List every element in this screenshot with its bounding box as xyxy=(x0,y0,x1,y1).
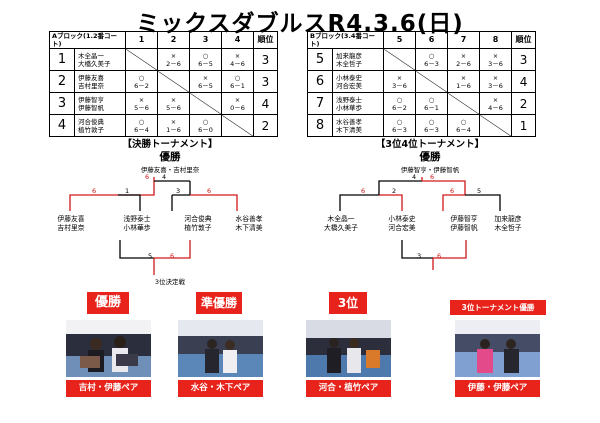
final-team: 伊藤友喜吉村里奈 xyxy=(57,215,85,232)
cons-heading: 【3位4位トーナメント】 xyxy=(375,139,485,150)
score: 3 xyxy=(176,187,181,195)
result-cell: ×3－6 xyxy=(479,48,513,71)
award-caption-third: 河合・植竹ペア xyxy=(306,380,391,397)
rank-cell: 3 xyxy=(253,70,278,93)
score: 6 xyxy=(207,187,212,195)
score: 2 xyxy=(392,187,397,195)
self-match-cell xyxy=(383,48,417,71)
cons-team: 木全晶一大橋久美子 xyxy=(324,215,358,232)
rank-header: 順位 xyxy=(253,31,278,49)
final-team: 水谷善孝木下清美 xyxy=(235,215,263,232)
final-bracket-line xyxy=(154,240,191,259)
score: 4 xyxy=(162,173,167,181)
self-match-cell xyxy=(221,114,254,137)
cons-bracket-line xyxy=(442,194,465,211)
score: 6 xyxy=(437,252,442,260)
award-photo-consolation xyxy=(455,320,540,377)
self-match-cell xyxy=(447,92,481,115)
rank-cell: 2 xyxy=(253,114,278,137)
cons-team: 伊藤智亨伊藤智帆 xyxy=(450,215,478,232)
cons-bracket-line xyxy=(379,194,403,211)
award-photo-third xyxy=(306,320,391,377)
award-photo-champion xyxy=(66,320,151,377)
final-heading: 【決勝トーナメント】 xyxy=(122,139,218,150)
final-bracket-line xyxy=(118,181,155,196)
award-badge-runner-up: 準優勝 xyxy=(196,292,242,314)
cons-team: 加来龍彦木全哲子 xyxy=(494,215,522,232)
result-cell: ○6－3 xyxy=(383,114,417,137)
final-bracket-line xyxy=(119,240,154,259)
pair-names: 河合俊典植竹敦子 xyxy=(74,114,126,137)
cons-bracket-line xyxy=(422,180,466,195)
rank-cell: 1 xyxy=(511,114,537,137)
score: 5 xyxy=(477,187,482,195)
final-champion-names: 伊藤友喜・吉村里奈 xyxy=(140,166,200,174)
score: 5 xyxy=(148,252,153,260)
score: 4 xyxy=(412,173,417,181)
award-photo-runner-up xyxy=(178,320,263,377)
cons-bracket-line xyxy=(401,240,433,259)
pair-names: 加来龍彦木全哲子 xyxy=(331,48,385,71)
cons-bracket-line xyxy=(465,194,501,211)
final-bracket-line xyxy=(69,194,118,211)
score: 6 xyxy=(145,173,150,181)
cons-champion-names: 伊藤智亨・伊藤智帆 xyxy=(400,166,460,174)
award-badge-third: 3位 xyxy=(329,292,367,314)
final-team: 浅野泰士小林華歩 xyxy=(123,215,151,232)
award-caption-champion: 吉村・伊藤ペア xyxy=(66,380,151,397)
award-caption-runner-up: 水谷・木下ペア xyxy=(178,380,263,397)
self-match-cell xyxy=(157,70,190,93)
cons-team: 小林泰史河合宏美 xyxy=(388,215,416,232)
score: 6 xyxy=(450,187,455,195)
score: 1 xyxy=(125,187,130,195)
score: 6 xyxy=(430,173,435,181)
pair-names: 水谷善孝木下清美 xyxy=(331,114,385,137)
award-badge-consolation: 3位トーナメント優勝 xyxy=(450,300,546,315)
final-bracket-line xyxy=(190,194,238,211)
self-match-cell xyxy=(125,48,158,71)
third-place-label: 3位決定戦 xyxy=(154,278,186,286)
award-badge-champion: 優勝 xyxy=(87,292,129,314)
cons-bracket-line xyxy=(433,240,467,259)
award-caption-consolation: 伊藤・伊藤ペア xyxy=(455,380,540,397)
cons-champion-label: 優勝 xyxy=(419,151,441,163)
final-champion-label: 優勝 xyxy=(159,151,181,163)
score: 6 xyxy=(170,252,175,260)
pair-number: 4 xyxy=(49,114,75,137)
result-cell: ○6－3 xyxy=(415,114,449,137)
score: 3 xyxy=(417,252,422,260)
final-bracket-line xyxy=(118,194,141,211)
result-cell: ×3－6 xyxy=(383,70,417,93)
score: 6 xyxy=(361,187,366,195)
cons-bracket-line xyxy=(339,180,422,211)
result-cell: ○6－2 xyxy=(125,70,158,93)
final-team: 河合俊典植竹敦子 xyxy=(184,215,212,232)
score: 6 xyxy=(92,187,97,195)
